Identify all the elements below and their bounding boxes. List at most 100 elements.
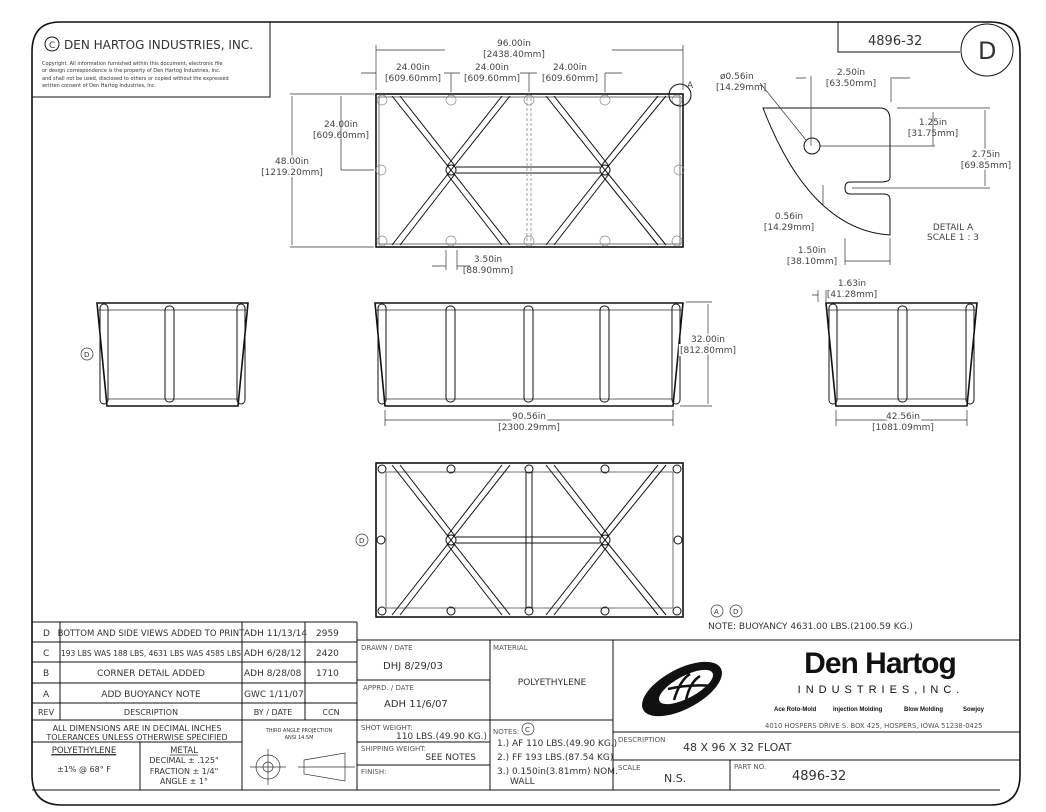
shot-weight-value: 110 LBS.(49.90 KG.) bbox=[396, 732, 487, 742]
dim-float-height: 32.00in bbox=[691, 335, 725, 345]
top-view: A 96.00in [2438.40mm] 24.00in [609.60mm]… bbox=[259, 39, 694, 276]
dim-spacing: 24.00in bbox=[396, 63, 430, 73]
note-item: 3.) 0.150in(3.81mm) NOM. bbox=[497, 767, 618, 777]
sheet-border bbox=[31, 21, 1021, 806]
company-address: 4010 HOSPERS DRIVE S. BOX 425, HOSPERS, … bbox=[765, 722, 983, 730]
copyright-line: Copyright. All information furnished wit… bbox=[42, 61, 223, 67]
header-rev: REV bbox=[38, 708, 55, 717]
dim-overall-width: 96.00in bbox=[497, 39, 531, 49]
svg-text:ADH 6/28/12: ADH 6/28/12 bbox=[244, 649, 301, 659]
svg-text:193 LBS WAS 188 LBS, 4631 LBS: 193 LBS WAS 188 LBS, 4631 LBS WAS 4585 L… bbox=[61, 649, 241, 658]
view-callout: D bbox=[359, 537, 364, 545]
dim-spacing: 24.00in bbox=[553, 63, 587, 73]
dim-top-offset-mm: [41.28mm] bbox=[827, 290, 877, 300]
revision-row: D BOTTOM AND SIDE VIEWS ADDED TO PRINT A… bbox=[43, 629, 339, 639]
view-callout: D bbox=[84, 351, 89, 359]
material-label: MATERIAL bbox=[493, 644, 528, 652]
description-value: 48 X 96 X 32 FLOAT bbox=[683, 741, 792, 754]
approved-label: APPRD. / DATE bbox=[363, 684, 414, 692]
header-ccn: CCN bbox=[322, 708, 339, 717]
svg-text:2420: 2420 bbox=[316, 649, 339, 659]
tolerances-block: ALL DIMENSIONS ARE IN DECIMAL INCHES TOL… bbox=[45, 724, 355, 786]
third-angle-projection-icon bbox=[250, 749, 355, 785]
service-item: Sowjoy bbox=[963, 707, 985, 713]
dim-spacing-mm: [609.60mm] bbox=[464, 74, 520, 84]
dim-bottom-length: 90.56in bbox=[512, 412, 546, 422]
copyright-line: and shall not be used, disclosed to othe… bbox=[42, 76, 229, 82]
scale-label: SCALE bbox=[618, 764, 640, 772]
dim-hole-diameter-mm: [14.29mm] bbox=[716, 83, 766, 93]
dim-post-width-mm: [88.90mm] bbox=[463, 266, 513, 276]
dim-detail-height: 2.75in bbox=[972, 150, 1000, 160]
dim-float-height-mm: [812.80mm] bbox=[680, 346, 736, 356]
revision-row: A ADD BUOYANCY NOTE GWC 1/11/07 bbox=[43, 690, 304, 700]
dim-overall-width-mm: [2438.40mm] bbox=[483, 50, 545, 60]
dim-top-offset: 1.63in bbox=[838, 279, 866, 289]
detail-a-view: ø0.56in [14.29mm] 2.50in [63.50mm] 1.25i… bbox=[716, 68, 1013, 267]
svg-text:POLYETHYLENE: POLYETHYLENE bbox=[52, 746, 117, 756]
company-title: DEN HARTOG INDUSTRIES, INC. bbox=[64, 38, 253, 52]
header-description: DESCRIPTION bbox=[124, 708, 178, 717]
svg-text:A: A bbox=[43, 690, 50, 700]
copyright-icon bbox=[44, 36, 60, 52]
buoyancy-note: A D NOTE: BUOYANCY 4631.00 LBS.(2100.59 … bbox=[708, 604, 913, 632]
buoyancy-note-text: NOTE: BUOYANCY 4631.00 LBS.(2100.59 KG.) bbox=[708, 622, 913, 632]
drawn-value: DHJ 8/29/03 bbox=[383, 661, 443, 672]
revision-letter: D bbox=[978, 37, 996, 65]
finish-label: FINISH: bbox=[361, 768, 386, 776]
dim-bottom-width: 42.56in bbox=[886, 412, 920, 422]
right-side-view: 1.63in [41.28mm] 42.56in [1081.09mm] bbox=[812, 279, 978, 435]
dim-spacing-mm: [609.60mm] bbox=[542, 74, 598, 84]
dim-spacing-mm: [609.60mm] bbox=[385, 74, 441, 84]
detail-a-callout-circle bbox=[668, 83, 692, 107]
bottom-view: D bbox=[355, 462, 684, 618]
note-item: 2.) FF 193 LBS.(87.54 KG) bbox=[497, 753, 613, 763]
dim-spacing: 24.00in bbox=[475, 63, 509, 73]
part-no-label: PART NO. bbox=[734, 763, 766, 771]
shipping-weight-label: SHIPPING WEIGHT: bbox=[361, 745, 426, 753]
svg-text:ANGLE ± 1°: ANGLE ± 1° bbox=[160, 777, 208, 786]
service-item: Blow Molding bbox=[904, 707, 943, 713]
approved-value: ADH 11/6/07 bbox=[384, 699, 448, 710]
copyright-line: or design correspondence is the property… bbox=[42, 68, 221, 74]
projection-label: THIRD ANGLE PROJECTION bbox=[265, 728, 333, 734]
service-item: Injection Molding bbox=[833, 707, 883, 713]
svg-text:2959: 2959 bbox=[316, 629, 339, 639]
svg-text:B: B bbox=[43, 669, 49, 679]
dim-slot-depth: 1.50in bbox=[798, 246, 826, 256]
dim-hole-offset-mm: [31.75mm] bbox=[908, 129, 958, 139]
dim-detail-width-mm: [63.50mm] bbox=[826, 79, 876, 89]
dim-bottom-width-mm: [1081.09mm] bbox=[872, 423, 934, 433]
title-block-middle: DRAWN / DATE DHJ 8/29/03 APPRD. / DATE A… bbox=[32, 639, 1020, 791]
dim-hole-offset: 1.25in bbox=[919, 118, 947, 128]
note-callout: A bbox=[714, 608, 719, 616]
scale-value: N.S. bbox=[664, 772, 686, 785]
detail-title: DETAIL A bbox=[933, 223, 974, 233]
dim-detail-height-mm: [69.85mm] bbox=[961, 161, 1011, 171]
svg-text:BOTTOM AND SIDE VIEWS ADDED TO: BOTTOM AND SIDE VIEWS ADDED TO PRINT bbox=[58, 629, 245, 639]
copyright-line: written consent of Den Hartog Industries… bbox=[42, 83, 157, 89]
svg-text:ALL DIMENSIONS ARE IN DECIMAL: ALL DIMENSIONS ARE IN DECIMAL INCHES bbox=[53, 724, 222, 733]
left-side-view: D bbox=[80, 302, 249, 407]
dim-half-height: 24.00in bbox=[324, 120, 358, 130]
svg-text:±1% @ 68° F: ±1% @ 68° F bbox=[57, 765, 111, 774]
svg-text:1710: 1710 bbox=[316, 669, 339, 679]
part-number: 4896-32 bbox=[868, 34, 922, 49]
revision-row: B CORNER DETAIL ADDED ADH 8/28/08 1710 bbox=[43, 669, 339, 679]
notes-label: NOTES: bbox=[493, 728, 519, 736]
logo-subtitle: INDUSTRIES,INC. bbox=[798, 684, 965, 696]
detail-scale: SCALE 1 : 3 bbox=[927, 233, 979, 243]
part-no-value: 4896-32 bbox=[792, 769, 846, 784]
svg-text:ADD BUOYANCY NOTE: ADD BUOYANCY NOTE bbox=[101, 690, 201, 700]
dim-hole-diameter: ø0.56in bbox=[720, 72, 754, 82]
drawn-label: DRAWN / DATE bbox=[361, 644, 413, 652]
svg-text:FRACTION ± 1/4": FRACTION ± 1/4" bbox=[150, 767, 219, 776]
svg-text:ADH 8/28/08: ADH 8/28/08 bbox=[244, 669, 302, 679]
svg-text:CORNER DETAIL ADDED: CORNER DETAIL ADDED bbox=[97, 669, 205, 679]
revision-row: C 193 LBS WAS 188 LBS, 4631 LBS WAS 4585… bbox=[43, 649, 339, 659]
dim-slot: 0.56in bbox=[775, 212, 803, 222]
note-callout: D bbox=[733, 608, 738, 616]
title-block-right: Den Hartog INDUSTRIES,INC. Ace Roto-Mold… bbox=[613, 647, 1020, 790]
logo-name: Den Hartog bbox=[804, 647, 956, 680]
